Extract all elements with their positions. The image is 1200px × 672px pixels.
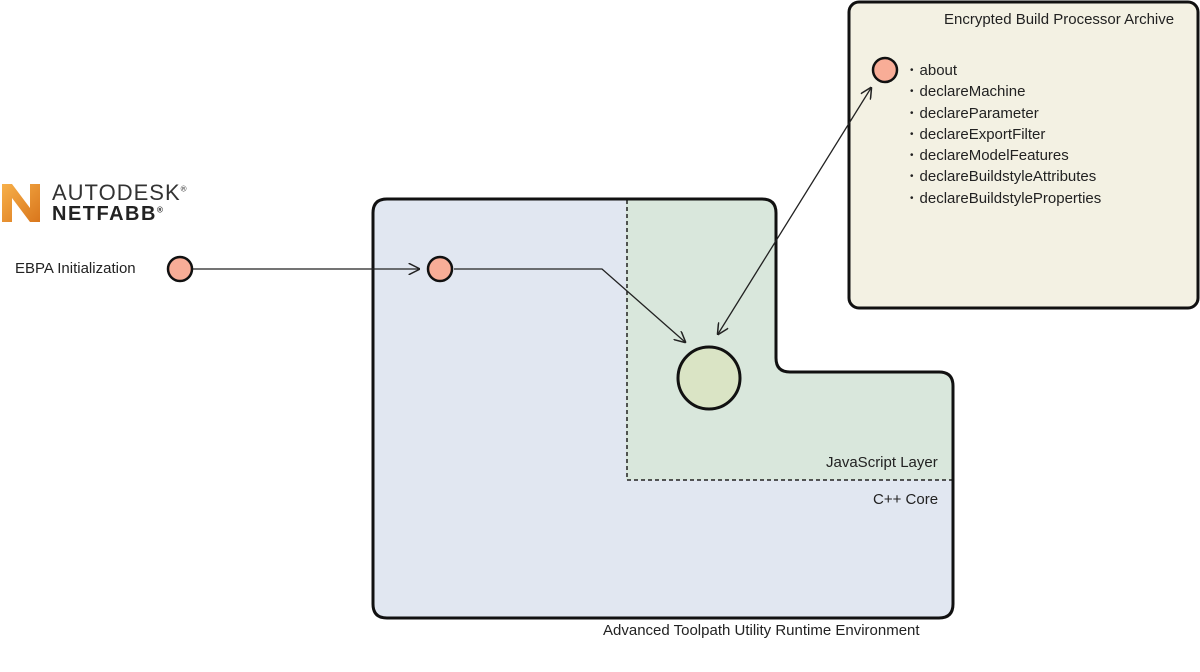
archive-title: Encrypted Build Processor Archive (944, 11, 1175, 28)
method-item: declareBuildstyleAttributes (910, 167, 1101, 188)
runtime-entry-node (426, 255, 454, 283)
js-core-node (676, 345, 742, 411)
archive-method-list: about declareMachine declareParameter de… (910, 61, 1102, 210)
arrow-core-archive (718, 88, 871, 334)
logo-autodesk: AUTODESK® (52, 180, 188, 205)
method-item: declareBuildstyleProperties (910, 189, 1102, 210)
ebpa-init-label: EBPA Initialization (15, 260, 136, 277)
logo-netfabb: NETFABB® (52, 203, 165, 225)
js-layer-label: JavaScript Layer (826, 454, 938, 471)
ebpa-init-node (166, 255, 194, 283)
method-item: declareParameter (910, 104, 1101, 125)
method-item: about (910, 61, 1101, 82)
cpp-core-label: C++ Core (873, 491, 939, 508)
method-item: declareMachine (910, 82, 1101, 103)
arrow-runtime-to-core (454, 268, 685, 342)
runtime-env-label: Advanced Toolpath Utility Runtime Enviro… (603, 622, 920, 639)
archive-node (871, 56, 899, 84)
method-item: declareModelFeatures (910, 146, 1101, 167)
netfabb-logo-icon (2, 184, 40, 222)
method-item: declareExportFilter (910, 125, 1101, 146)
javascript-layer-boundary (626, 200, 953, 481)
